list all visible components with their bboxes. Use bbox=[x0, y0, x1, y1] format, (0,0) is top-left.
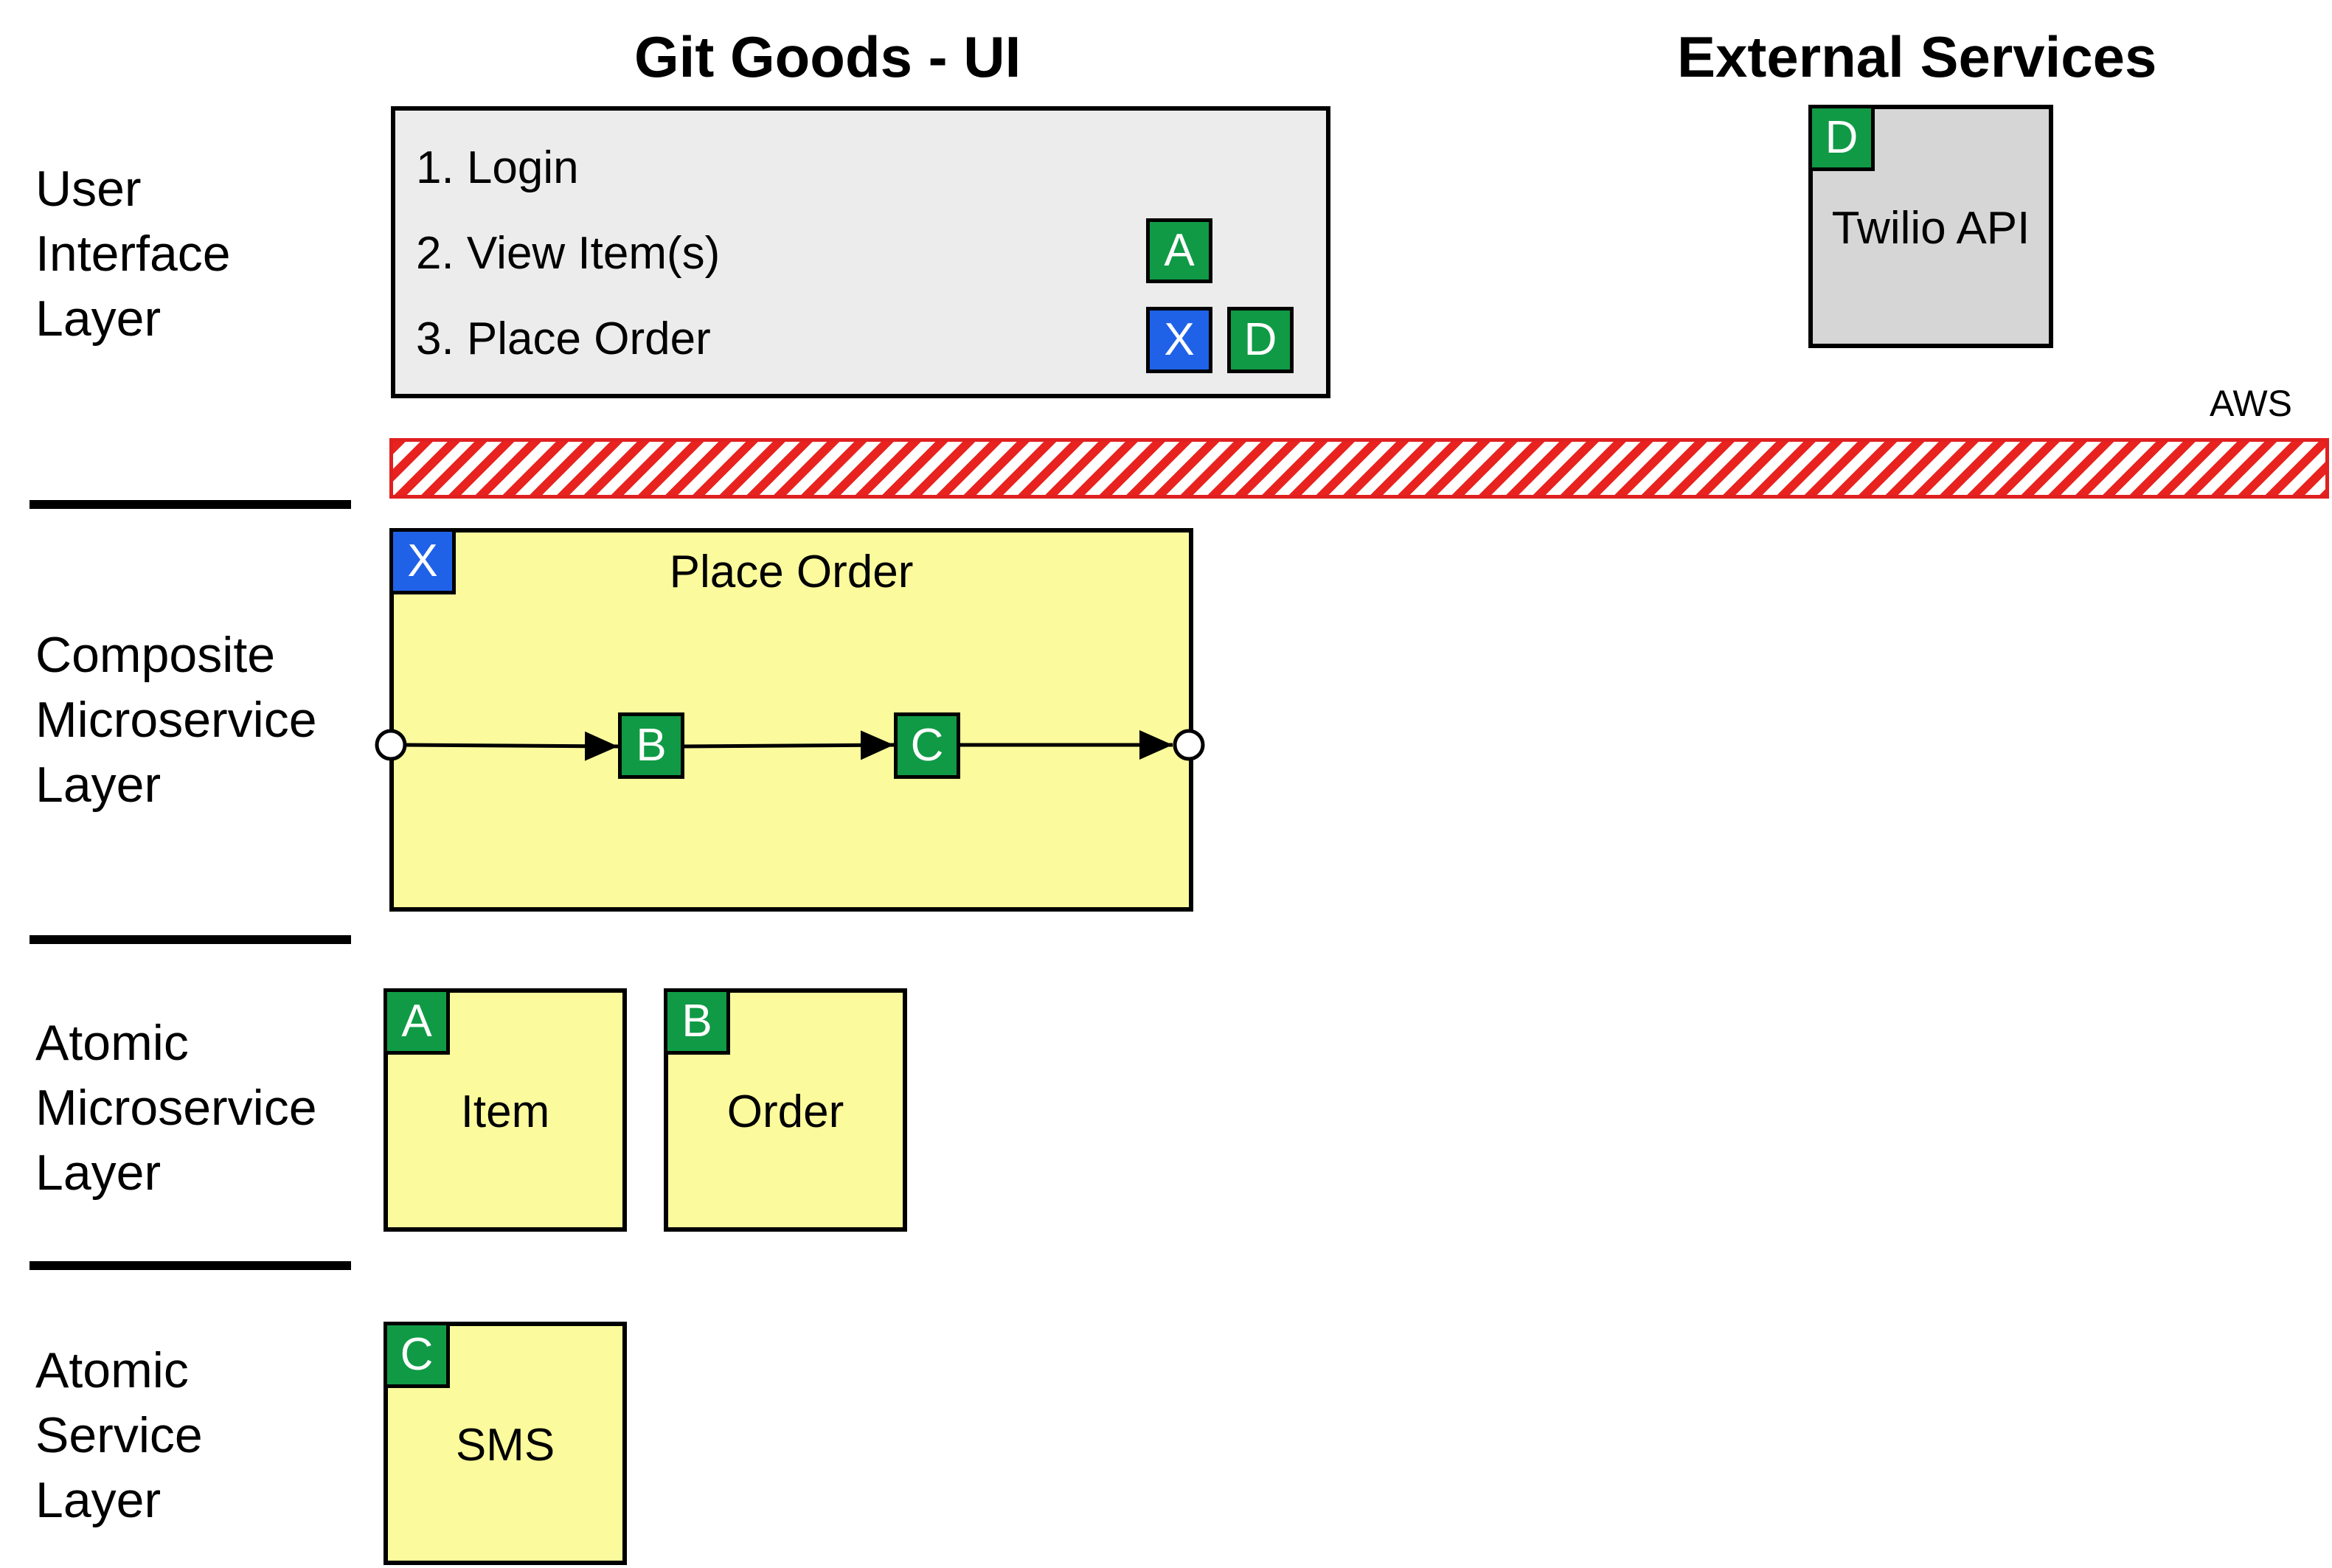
ui-step-place-order[interactable]: 3. Place Order bbox=[416, 313, 711, 364]
layer-label-line: Layer bbox=[35, 291, 162, 347]
badge-x: X bbox=[389, 528, 456, 594]
flow-arrow bbox=[405, 731, 619, 761]
layer-divider bbox=[30, 935, 351, 944]
place-order-composite-box bbox=[389, 528, 1193, 912]
place-order-title: Place Order bbox=[669, 547, 914, 597]
twilio-api-label: Twilio API bbox=[1831, 203, 2030, 254]
flow-arrow bbox=[684, 730, 895, 760]
layer-label-line: Composite bbox=[35, 627, 276, 683]
badge-a: A bbox=[384, 988, 450, 1055]
ui-step-login[interactable]: 1. Login bbox=[416, 142, 579, 193]
layer-divider bbox=[30, 1261, 351, 1270]
layer-label-line: Layer bbox=[35, 757, 162, 813]
flow-step-b: B bbox=[618, 712, 684, 779]
layer-label-line: Atomic bbox=[35, 1342, 189, 1398]
layer-label-atomic-microservice: Atomic Microservice Layer bbox=[35, 1010, 317, 1205]
layer-divider bbox=[30, 500, 351, 509]
badge-a: A bbox=[1146, 218, 1212, 283]
layer-label-line: User bbox=[35, 161, 142, 217]
flow-step-c: C bbox=[894, 712, 960, 779]
badge-c: C bbox=[384, 1322, 450, 1388]
ui-heading: Git Goods - UI bbox=[634, 24, 1021, 89]
external-services-heading: External Services bbox=[1677, 24, 2157, 89]
flow-end-node bbox=[1173, 729, 1205, 761]
layer-label-line: Microservice bbox=[35, 1080, 317, 1136]
layer-label-line: Microservice bbox=[35, 692, 317, 748]
ui-step-view-items[interactable]: 2. View Item(s) bbox=[416, 228, 721, 279]
aws-boundary bbox=[389, 438, 2329, 499]
flow-start-node bbox=[375, 729, 407, 761]
badge-d: D bbox=[1227, 307, 1294, 373]
layer-label-line: Layer bbox=[35, 1472, 162, 1528]
badge-b: B bbox=[664, 988, 730, 1055]
layer-label-line: Interface bbox=[35, 226, 231, 282]
layer-label-composite-microservice: Composite Microservice Layer bbox=[35, 622, 317, 817]
layer-label-line: Atomic bbox=[35, 1015, 189, 1071]
layer-label-user-interface: User Interface Layer bbox=[35, 156, 231, 351]
layer-label-atomic-service: Atomic Service Layer bbox=[35, 1338, 203, 1533]
item-service-label: Item bbox=[460, 1086, 550, 1137]
aws-label: AWS bbox=[2210, 383, 2293, 424]
badge-d: D bbox=[1808, 105, 1875, 171]
layer-label-line: Service bbox=[35, 1407, 203, 1463]
sms-service-label: SMS bbox=[455, 1420, 555, 1471]
badge-x: X bbox=[1146, 307, 1212, 373]
layer-label-line: Layer bbox=[35, 1145, 162, 1201]
order-service-label: Order bbox=[726, 1086, 844, 1137]
